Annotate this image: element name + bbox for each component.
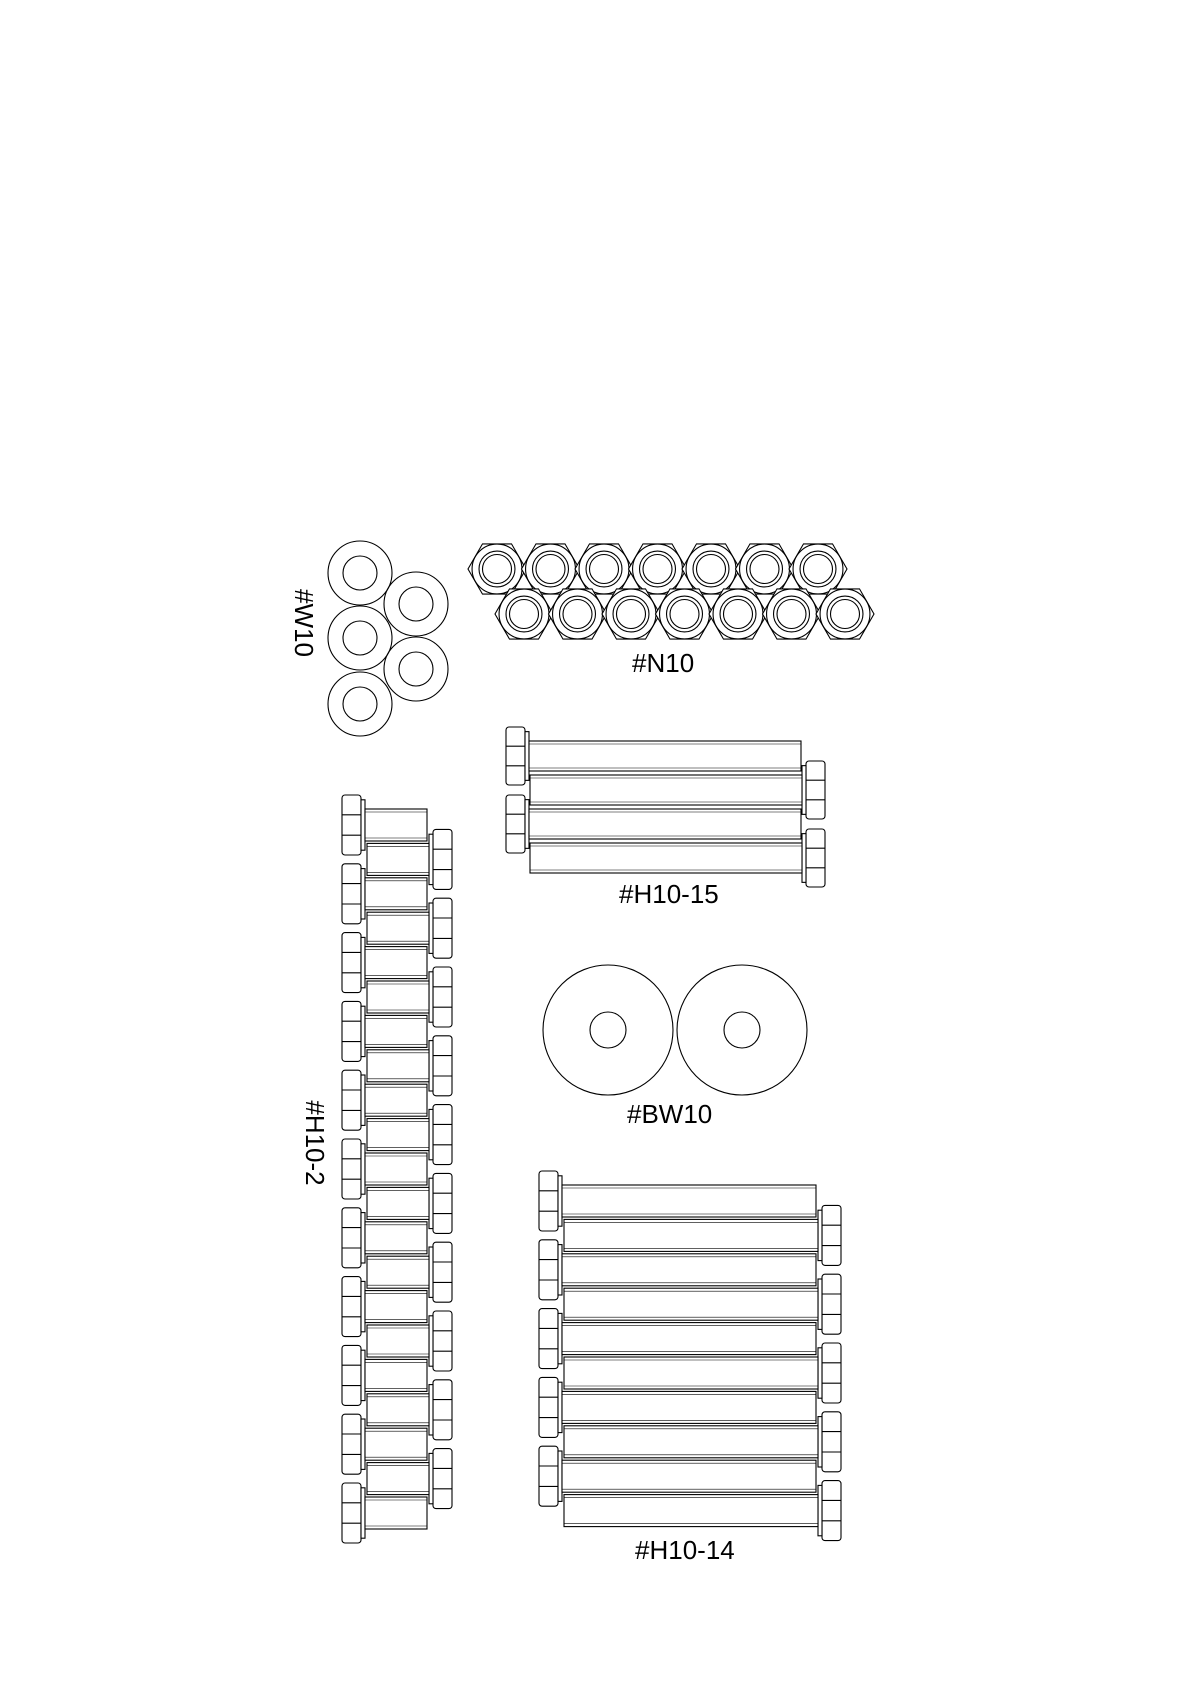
n10-nut-group: [468, 544, 874, 639]
h10-14-bolt-group: [539, 1171, 841, 1541]
hex-nut: [709, 589, 767, 639]
hex-nut: [549, 589, 607, 639]
hex-nut: [682, 544, 740, 594]
hex-nut: [575, 544, 633, 594]
h10-14-label: #H10-14: [635, 1537, 735, 1563]
washer: [328, 606, 392, 670]
bw10-label: #BW10: [627, 1101, 712, 1127]
hex-nut: [789, 544, 847, 594]
hex-nut: [629, 544, 687, 594]
washer: [384, 572, 448, 636]
h10-15-bolt-group: [506, 727, 825, 887]
hex-nut: [763, 589, 821, 639]
hex-nut: [656, 589, 714, 639]
hex-nut: [816, 589, 874, 639]
h10-2-label: #H10-2: [302, 1098, 328, 1188]
hex-nut: [468, 544, 526, 594]
hex-nut: [522, 544, 580, 594]
hex-nut: [736, 544, 794, 594]
n10-label: #N10: [632, 650, 694, 676]
h10-15-label: #H10-15: [619, 881, 719, 907]
washer: [328, 541, 392, 605]
bw10-washer-group: [543, 965, 807, 1095]
washer: [384, 637, 448, 701]
h10-2-bolt-group: [342, 795, 452, 1543]
w10-label: #W10: [291, 589, 317, 649]
hex-nut: [602, 589, 660, 639]
w10-washer-group: [328, 541, 448, 736]
washer: [677, 965, 807, 1095]
washer: [328, 672, 392, 736]
hex-nut: [495, 589, 553, 639]
washer: [543, 965, 673, 1095]
